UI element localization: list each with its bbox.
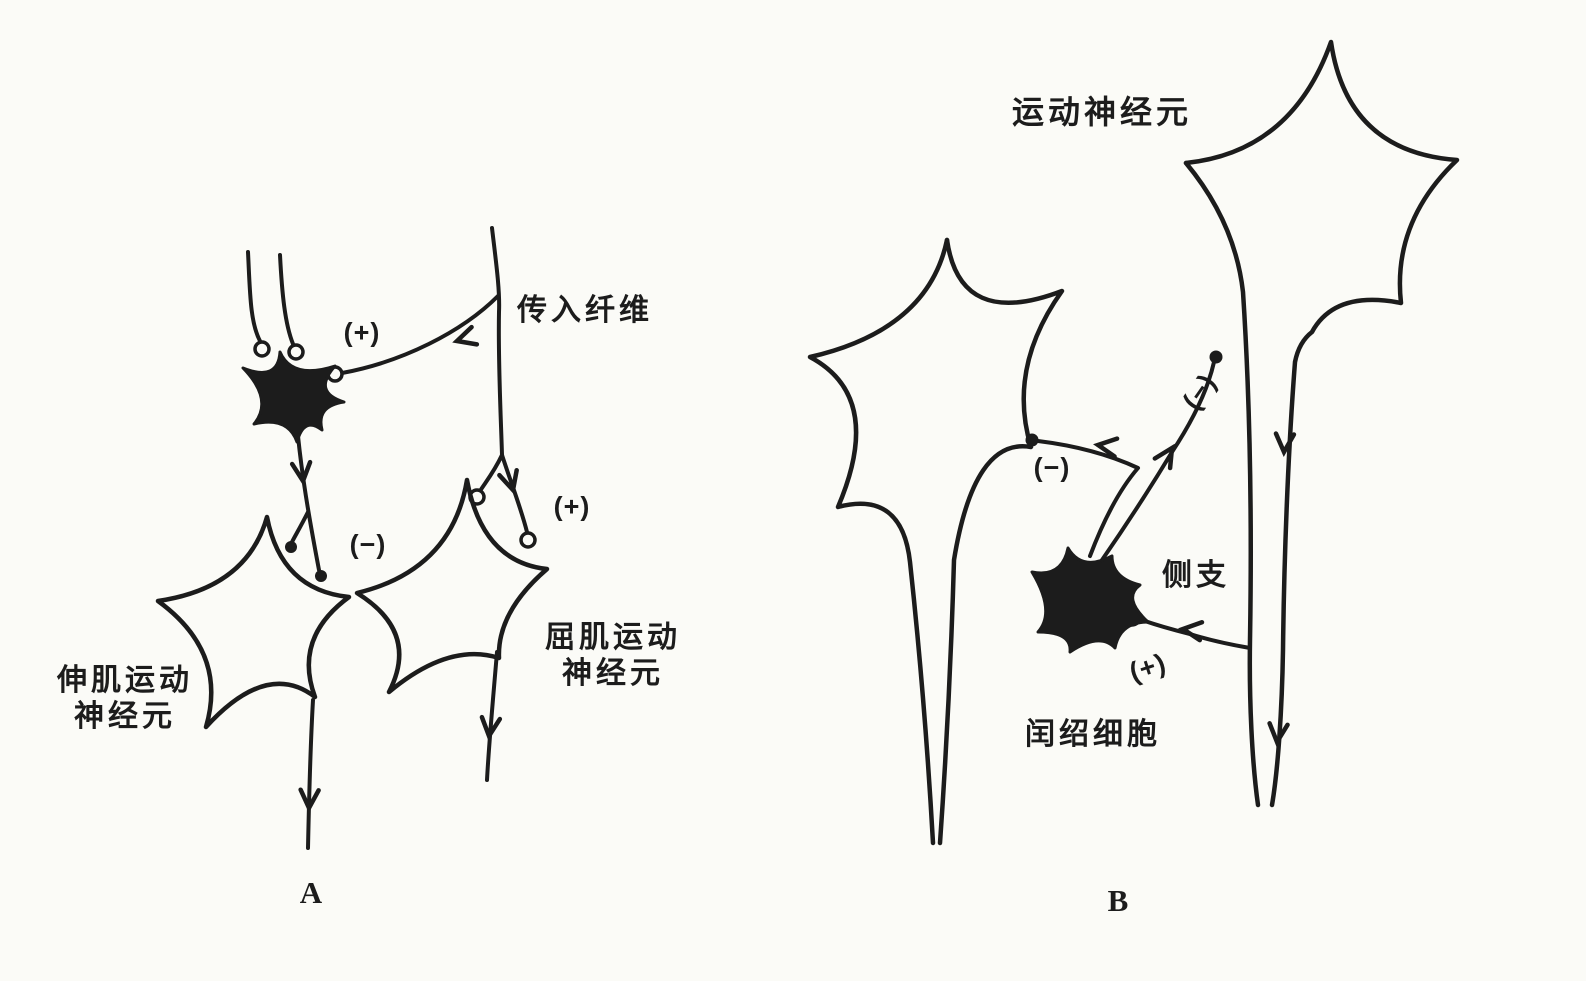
afferent-fiber-line	[490, 226, 504, 457]
panel-b-drawing	[807, 39, 1460, 846]
flexor-label-line1: 屈肌运动	[545, 621, 681, 654]
plus-sign-afferent: (+)	[343, 317, 381, 348]
motor-neuron-label: 运动神经元	[1011, 94, 1193, 130]
renshaw-cell-soma	[1030, 546, 1150, 654]
afferent-branch-left	[478, 453, 504, 493]
left-motoneuron-outline-left	[807, 237, 950, 846]
inhibitory-terminal-dot	[1209, 350, 1223, 364]
panel-a-drawing	[155, 226, 550, 850]
right-motoneuron-outline	[1183, 39, 1460, 808]
direction-arrow	[1152, 443, 1175, 471]
flexor-motoneuron-label: 屈肌运动 神经元	[545, 620, 681, 692]
afferent-arc-to-interneuron	[340, 294, 500, 375]
extensor-label-line2: 神经元	[74, 700, 176, 733]
extensor-label-line1: 伸肌运动	[57, 664, 193, 697]
collateral-label: 侧支	[1162, 559, 1230, 592]
interneuron-axon	[296, 434, 321, 572]
minus-sign-interneuron: (−)	[349, 529, 387, 560]
left-motoneuron-outline-right	[937, 237, 1065, 846]
afferent-branch-right	[500, 453, 529, 534]
direction-arrow	[1267, 721, 1290, 748]
right-motoneuron-axon-left-edge	[1183, 160, 1261, 808]
synaptic-bouton	[519, 531, 537, 549]
synaptic-bouton	[253, 340, 271, 358]
direction-arrow	[1178, 620, 1205, 643]
flexor-motoneuron-outline	[354, 477, 550, 695]
extensor-axon	[306, 698, 315, 850]
synaptic-bouton	[287, 343, 305, 361]
flexor-axon	[485, 650, 499, 782]
renshaw-axon-to-left-neuron	[1036, 439, 1140, 558]
inhibitory-terminal-dot	[1025, 433, 1039, 447]
interneuron-axon-twig	[290, 510, 310, 544]
renshaw-cell-label: 闰绍细胞	[1025, 718, 1161, 751]
afferent-fiber-label: 传入纤维	[517, 294, 653, 327]
afferent-fiber-pair-line-1	[246, 250, 262, 343]
flexor-label-line2: 神经元	[562, 657, 664, 690]
minus-sign-left: (−)	[1033, 452, 1071, 483]
afferent-fiber-pair-line-2	[278, 253, 295, 346]
panel-a-caption: A	[299, 875, 323, 910]
direction-arrow	[289, 459, 313, 487]
direction-arrow	[497, 467, 519, 495]
inhibitory-interneuron-soma	[241, 350, 346, 444]
direction-arrow	[479, 714, 503, 742]
panel-b-caption: B	[1107, 883, 1129, 918]
inhibitory-terminal-dot	[285, 541, 297, 553]
direction-arrow	[1273, 431, 1297, 458]
plus-sign-flexor: (+)	[553, 491, 591, 522]
inhibitory-terminal-dot	[315, 570, 327, 582]
extensor-motoneuron-outline	[155, 514, 352, 730]
extensor-motoneuron-label: 伸肌运动 神经元	[57, 663, 193, 735]
direction-arrow	[452, 324, 480, 347]
direction-arrow	[1093, 436, 1120, 459]
direction-arrow	[298, 787, 321, 814]
